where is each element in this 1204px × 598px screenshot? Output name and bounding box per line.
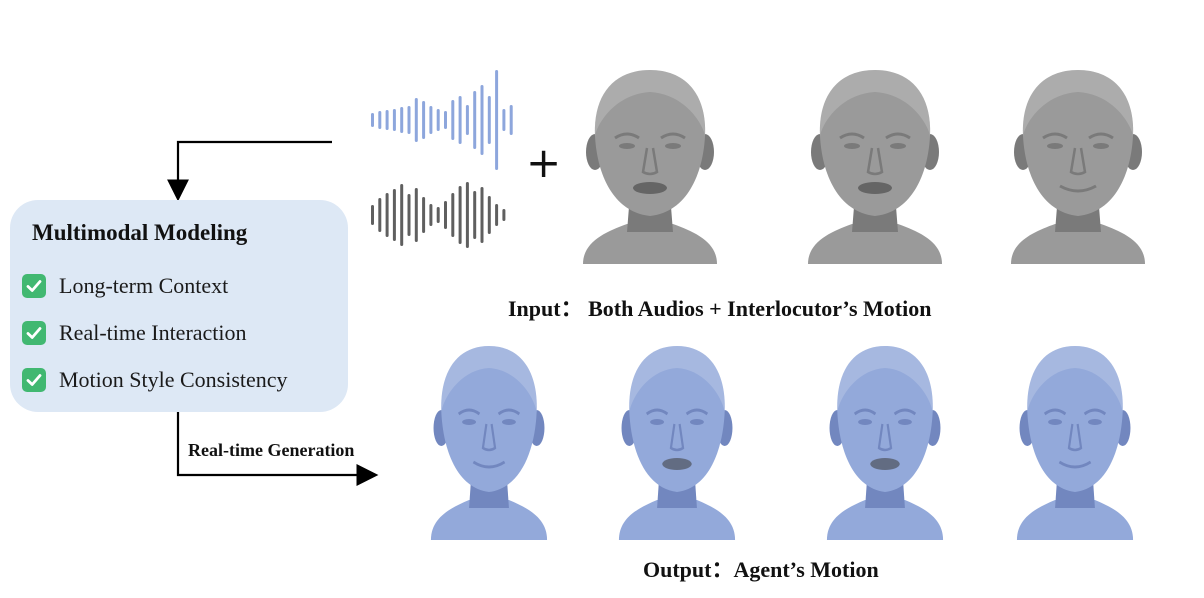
waveform-bar xyxy=(487,196,491,234)
waveform-bar xyxy=(487,96,491,144)
waveform-bar xyxy=(495,70,499,170)
waveform-bar xyxy=(444,201,447,229)
waveform-bar xyxy=(400,184,404,246)
head-render xyxy=(826,346,944,540)
waveform-bar xyxy=(495,204,499,226)
waveform-bar xyxy=(436,207,440,223)
feature-item-real-time-interaction: Real-time Interaction xyxy=(22,318,247,348)
agent-audio-waveform-icon xyxy=(371,182,506,248)
waveform-bar xyxy=(458,186,462,244)
head-render xyxy=(583,70,717,264)
waveform-bar xyxy=(502,109,506,131)
waveform-bar xyxy=(444,111,447,129)
check-mark-icon xyxy=(22,368,46,392)
modeling-to-output-arrow xyxy=(176,412,379,486)
waveform-bar xyxy=(473,191,477,239)
feature-label: Long-term Context xyxy=(59,273,229,298)
waveform-bar xyxy=(414,98,418,142)
waveform-bar xyxy=(407,194,411,236)
waveform-bar xyxy=(451,193,455,237)
waveform-bar xyxy=(465,182,469,248)
waveform-bar xyxy=(509,105,513,135)
head-render xyxy=(808,70,942,264)
output-caption: Output：Agent’s Motion xyxy=(643,557,879,582)
waveform-bar xyxy=(429,106,433,134)
waveform-bar xyxy=(371,205,374,225)
waveform-bar xyxy=(385,110,389,130)
waveform-bar xyxy=(392,109,396,131)
waveform-bar xyxy=(407,106,411,134)
waveform-bar xyxy=(480,187,484,243)
modeling-title: Multimodal Modeling xyxy=(32,220,248,245)
multimodal-modeling-panel xyxy=(10,200,348,412)
waveform-bar xyxy=(451,100,455,140)
waveform-bar xyxy=(436,109,440,131)
waveform-bar xyxy=(422,197,426,233)
feature-item-motion-style-consistency: Motion Style Consistency xyxy=(22,365,288,395)
waveform-bar xyxy=(502,209,506,221)
head-render xyxy=(1011,70,1145,264)
waveform-bar xyxy=(458,96,462,144)
feature-label: Motion Style Consistency xyxy=(59,367,288,392)
head-render xyxy=(1016,346,1134,540)
waveform-bar xyxy=(465,105,469,135)
feature-item-long-term-context: Long-term Context xyxy=(22,271,228,301)
feature-label: Real-time Interaction xyxy=(59,320,247,345)
plus-sign: + xyxy=(526,138,562,187)
waveform-bar xyxy=(473,91,477,149)
waveform-bar xyxy=(429,204,433,226)
input-to-modeling-arrow xyxy=(167,140,332,202)
waveform-bar xyxy=(400,107,404,133)
waveform-bar xyxy=(385,193,389,237)
head-render xyxy=(430,346,548,540)
input-caption: Input： Both Audios + Interlocutor’s Moti… xyxy=(508,296,932,321)
waveform-bar xyxy=(378,111,382,129)
check-mark-icon xyxy=(22,321,46,345)
real-time-generation-label: Real-time Generation xyxy=(188,440,355,460)
head-render xyxy=(618,346,736,540)
check-mark-icon xyxy=(22,274,46,298)
waveform-bar xyxy=(480,85,484,155)
waveform-bar xyxy=(392,189,396,241)
waveform-bar xyxy=(414,188,418,242)
user-audio-waveform-icon xyxy=(371,70,513,170)
waveform-bar xyxy=(371,113,374,127)
waveform-bar xyxy=(378,198,382,232)
waveform-bar xyxy=(422,101,426,139)
